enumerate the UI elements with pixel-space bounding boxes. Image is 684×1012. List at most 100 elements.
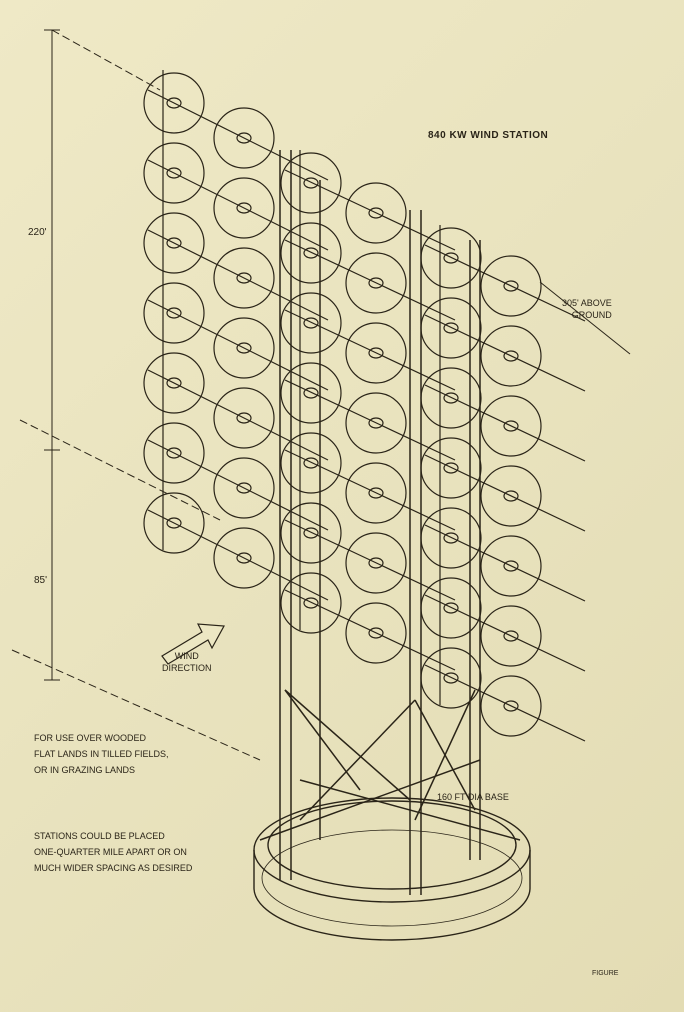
rotor-disc bbox=[345, 462, 407, 524]
rotor-disc bbox=[480, 535, 542, 597]
rotor-hub bbox=[443, 532, 459, 544]
rotor-disc bbox=[143, 212, 205, 274]
rotor-disc bbox=[143, 142, 205, 204]
note-line: FOR USE OVER WOODED bbox=[34, 733, 147, 743]
rotor-hub bbox=[303, 247, 319, 259]
rotor-disc bbox=[143, 492, 205, 554]
base-label: 160 FT DIA BASE bbox=[437, 792, 509, 802]
rotor-hub bbox=[368, 207, 384, 219]
height-label-line: GROUND bbox=[571, 310, 612, 320]
rotor-hub bbox=[503, 280, 519, 292]
rotor-disc bbox=[345, 532, 407, 594]
note-line: STATIONS COULD BE PLACED bbox=[34, 831, 165, 841]
rotor-disc bbox=[143, 422, 205, 484]
figure-label: FIGURE bbox=[592, 970, 619, 977]
rotor-disc bbox=[345, 322, 407, 384]
leader-top-right bbox=[539, 281, 631, 355]
rotor-disc bbox=[420, 367, 482, 429]
rotor-hub bbox=[236, 482, 252, 494]
rotor-hub bbox=[443, 252, 459, 264]
rotor-disc bbox=[420, 297, 482, 359]
rotor-hub bbox=[443, 462, 459, 474]
rotor-hub bbox=[503, 350, 519, 362]
rotor-disc bbox=[420, 577, 482, 639]
rotor-hub bbox=[368, 487, 384, 499]
rotor-disc bbox=[213, 247, 275, 309]
rotor-hub bbox=[166, 237, 182, 249]
rotor-disc bbox=[213, 527, 275, 589]
rotor-disc bbox=[143, 352, 205, 414]
rotor-hub bbox=[166, 307, 182, 319]
rotor-hub bbox=[503, 490, 519, 502]
rotor-hub bbox=[166, 377, 182, 389]
dimension-lower-label: 85' bbox=[34, 575, 48, 586]
rotor-disc bbox=[213, 387, 275, 449]
dimension-lines bbox=[11, 29, 631, 761]
rotor-hub bbox=[303, 317, 319, 329]
dimension-upper-label: 220' bbox=[28, 227, 47, 238]
rotor-disc bbox=[420, 437, 482, 499]
station-title: 840 KW WIND STATION bbox=[428, 130, 549, 141]
rotor-hub bbox=[443, 672, 459, 684]
rotor-disc bbox=[213, 457, 275, 519]
rotor-hub bbox=[166, 447, 182, 459]
rotor-hub bbox=[166, 167, 182, 179]
rotor-hub bbox=[443, 392, 459, 404]
leader-top bbox=[51, 29, 161, 91]
rotor-disc bbox=[213, 317, 275, 379]
rotor-disc bbox=[280, 152, 342, 214]
rotor-disc bbox=[213, 177, 275, 239]
rotor-hub bbox=[368, 277, 384, 289]
rotor-disc bbox=[345, 392, 407, 454]
leader-mid bbox=[19, 419, 221, 521]
rotor-hub bbox=[443, 602, 459, 614]
note-line: MUCH WIDER SPACING AS DESIRED bbox=[34, 863, 193, 873]
rotor-disc bbox=[480, 395, 542, 457]
note-spacing: STATIONS COULD BE PLACED ONE-QUARTER MIL… bbox=[34, 828, 192, 876]
rotor-hub bbox=[368, 417, 384, 429]
rotor-disc bbox=[280, 222, 342, 284]
rotor-disc bbox=[420, 647, 482, 709]
rotor-disc bbox=[480, 255, 542, 317]
wind-direction-arrow bbox=[161, 623, 225, 665]
rotor-hub bbox=[503, 420, 519, 432]
rotor-disc bbox=[480, 325, 542, 387]
height-label-line: 305' ABOVE bbox=[562, 298, 612, 308]
rotor-hub bbox=[236, 202, 252, 214]
base-ring bbox=[253, 797, 531, 941]
rotor-disc bbox=[213, 107, 275, 169]
rotor-disc bbox=[420, 507, 482, 569]
rotor-hub bbox=[368, 347, 384, 359]
rotor-hub bbox=[503, 630, 519, 642]
rotor-hub bbox=[303, 387, 319, 399]
rotor-hub bbox=[236, 552, 252, 564]
leader-bottom bbox=[11, 649, 261, 761]
rotor-hub bbox=[368, 557, 384, 569]
rotor-hub bbox=[443, 322, 459, 334]
note-line: OR IN GRAZING LANDS bbox=[34, 765, 136, 775]
rotor-disc bbox=[480, 605, 542, 667]
rotor-disc bbox=[480, 465, 542, 527]
rotor-disc bbox=[280, 432, 342, 494]
height-label: 305' ABOVE GROUND bbox=[562, 297, 612, 321]
rotor-hub bbox=[303, 597, 319, 609]
rotor-hub bbox=[303, 177, 319, 189]
rotor-hub bbox=[503, 700, 519, 712]
rotor-hub bbox=[503, 560, 519, 572]
rotor-disc bbox=[280, 572, 342, 634]
rotor-hub bbox=[166, 517, 182, 529]
rotor-disc bbox=[420, 227, 482, 289]
rotor-disc bbox=[143, 282, 205, 344]
rotor-disc bbox=[345, 182, 407, 244]
rotor-hub bbox=[368, 627, 384, 639]
note-line: FLAT LANDS IN TILLED FIELDS, bbox=[34, 749, 169, 759]
rotor-disc bbox=[480, 675, 542, 737]
tower-frame bbox=[259, 150, 521, 895]
note-line: ONE-QUARTER MILE APART OR ON bbox=[34, 847, 187, 857]
rotor-hub bbox=[303, 457, 319, 469]
wind-direction-label: WIND DIRECTION bbox=[162, 650, 212, 674]
rotor-hub bbox=[166, 97, 182, 109]
rotor-hub bbox=[236, 272, 252, 284]
rotor-disc bbox=[345, 602, 407, 664]
